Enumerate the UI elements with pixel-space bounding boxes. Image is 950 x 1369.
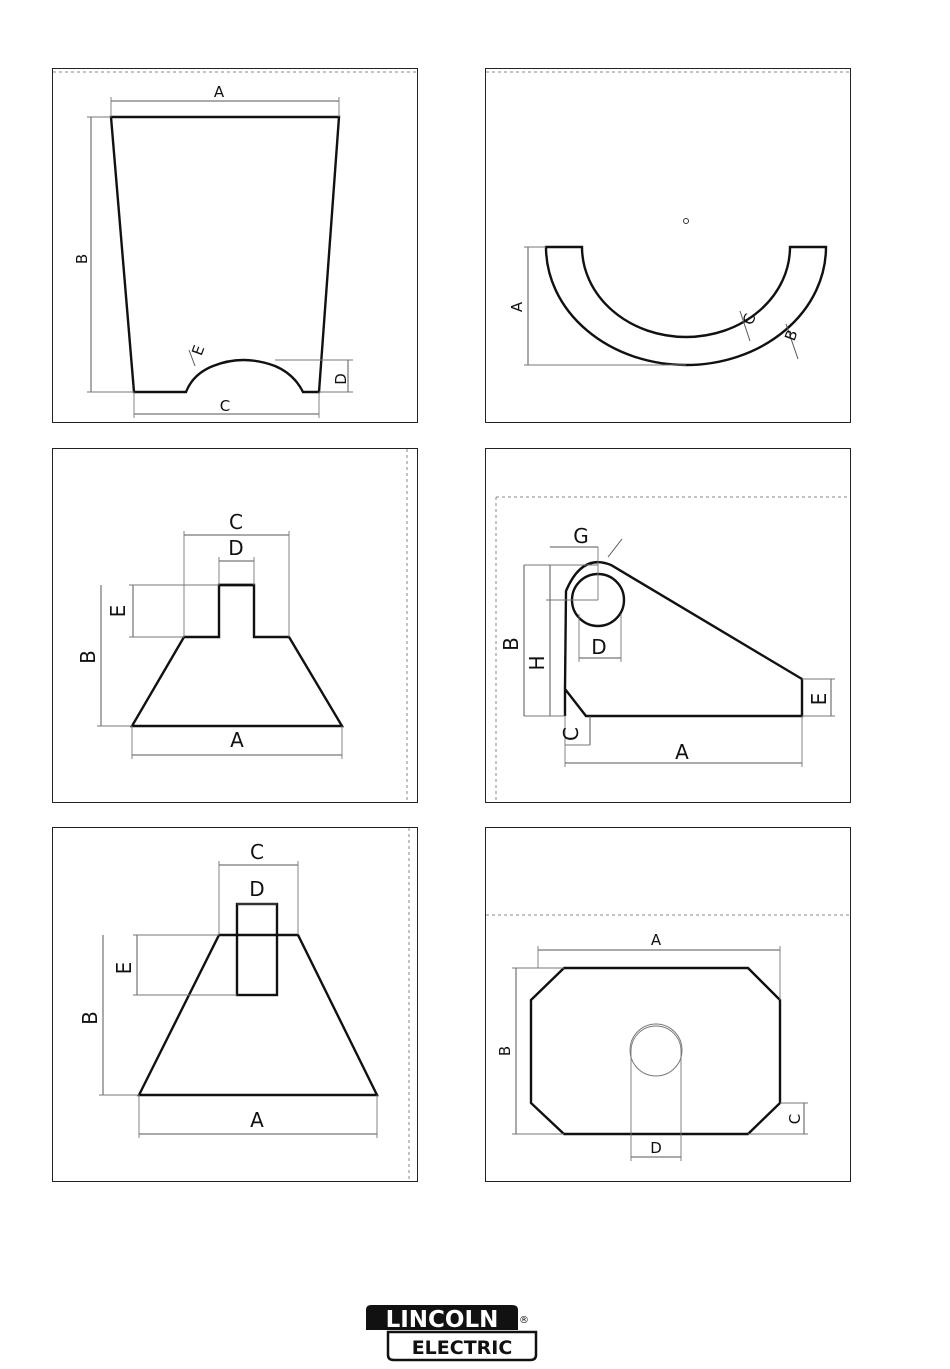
shape-panel-half-ring: A B C	[485, 68, 851, 423]
octagon-keyhole-drawing: A B C D	[486, 828, 851, 1182]
dim-label-b: B	[78, 1011, 102, 1025]
shape-panel-octagon-keyhole: A B C D	[485, 827, 851, 1182]
dim-label-e: E	[112, 962, 136, 975]
dim-label-a: A	[675, 740, 689, 764]
dim-label-a: A	[651, 931, 662, 949]
shape-panel-bracket-hole: A B C D E G H	[485, 448, 851, 803]
dim-label-b: B	[496, 1046, 514, 1056]
taper-slot-drawing: A B C D E	[53, 828, 418, 1182]
dim-label-c: C	[220, 397, 230, 415]
lincoln-electric-logo: LINCOLN ® ELECTRIC	[362, 1302, 540, 1362]
dim-label-a: A	[230, 728, 244, 752]
dim-label-c: C	[229, 510, 243, 534]
logo-line2: ELECTRIC	[412, 1337, 513, 1359]
logo-mark: ®	[519, 1315, 529, 1326]
dim-label-d: D	[332, 373, 350, 385]
dim-label-c: C	[559, 727, 583, 741]
dim-label-b: B	[781, 327, 801, 343]
dim-label-a: A	[508, 301, 526, 312]
dim-label-b: B	[499, 637, 523, 651]
dim-label-a: A	[214, 83, 225, 101]
dim-label-e: E	[106, 605, 130, 618]
dim-label-b: B	[73, 254, 91, 264]
dim-label-b: B	[76, 650, 100, 664]
dim-label-c: C	[786, 1114, 804, 1124]
dim-label-d: D	[591, 635, 606, 659]
bracket-hole-drawing: A B C D E G H	[486, 449, 851, 803]
logo-line1: LINCOLN	[386, 1307, 499, 1333]
dim-label-e: E	[807, 693, 831, 706]
half-ring-drawing: A B C	[486, 69, 851, 423]
dim-label-h: H	[525, 655, 549, 670]
dim-label-d: D	[650, 1139, 662, 1157]
dim-label-g: G	[573, 524, 589, 548]
dim-label-d: D	[249, 877, 264, 901]
dim-label-c: C	[250, 840, 264, 864]
trapezoid-notch-drawing: A B C D E	[53, 69, 418, 423]
shape-panel-taper-slot: A B C D E	[52, 827, 418, 1182]
dim-label-d: D	[228, 536, 243, 560]
shape-panel-stepped-taper: A B C D E	[52, 448, 418, 803]
shape-panel-trapezoid-notch: A B C D E	[52, 68, 418, 423]
stepped-taper-drawing: A B C D E	[53, 449, 418, 803]
dim-label-a: A	[250, 1108, 264, 1132]
